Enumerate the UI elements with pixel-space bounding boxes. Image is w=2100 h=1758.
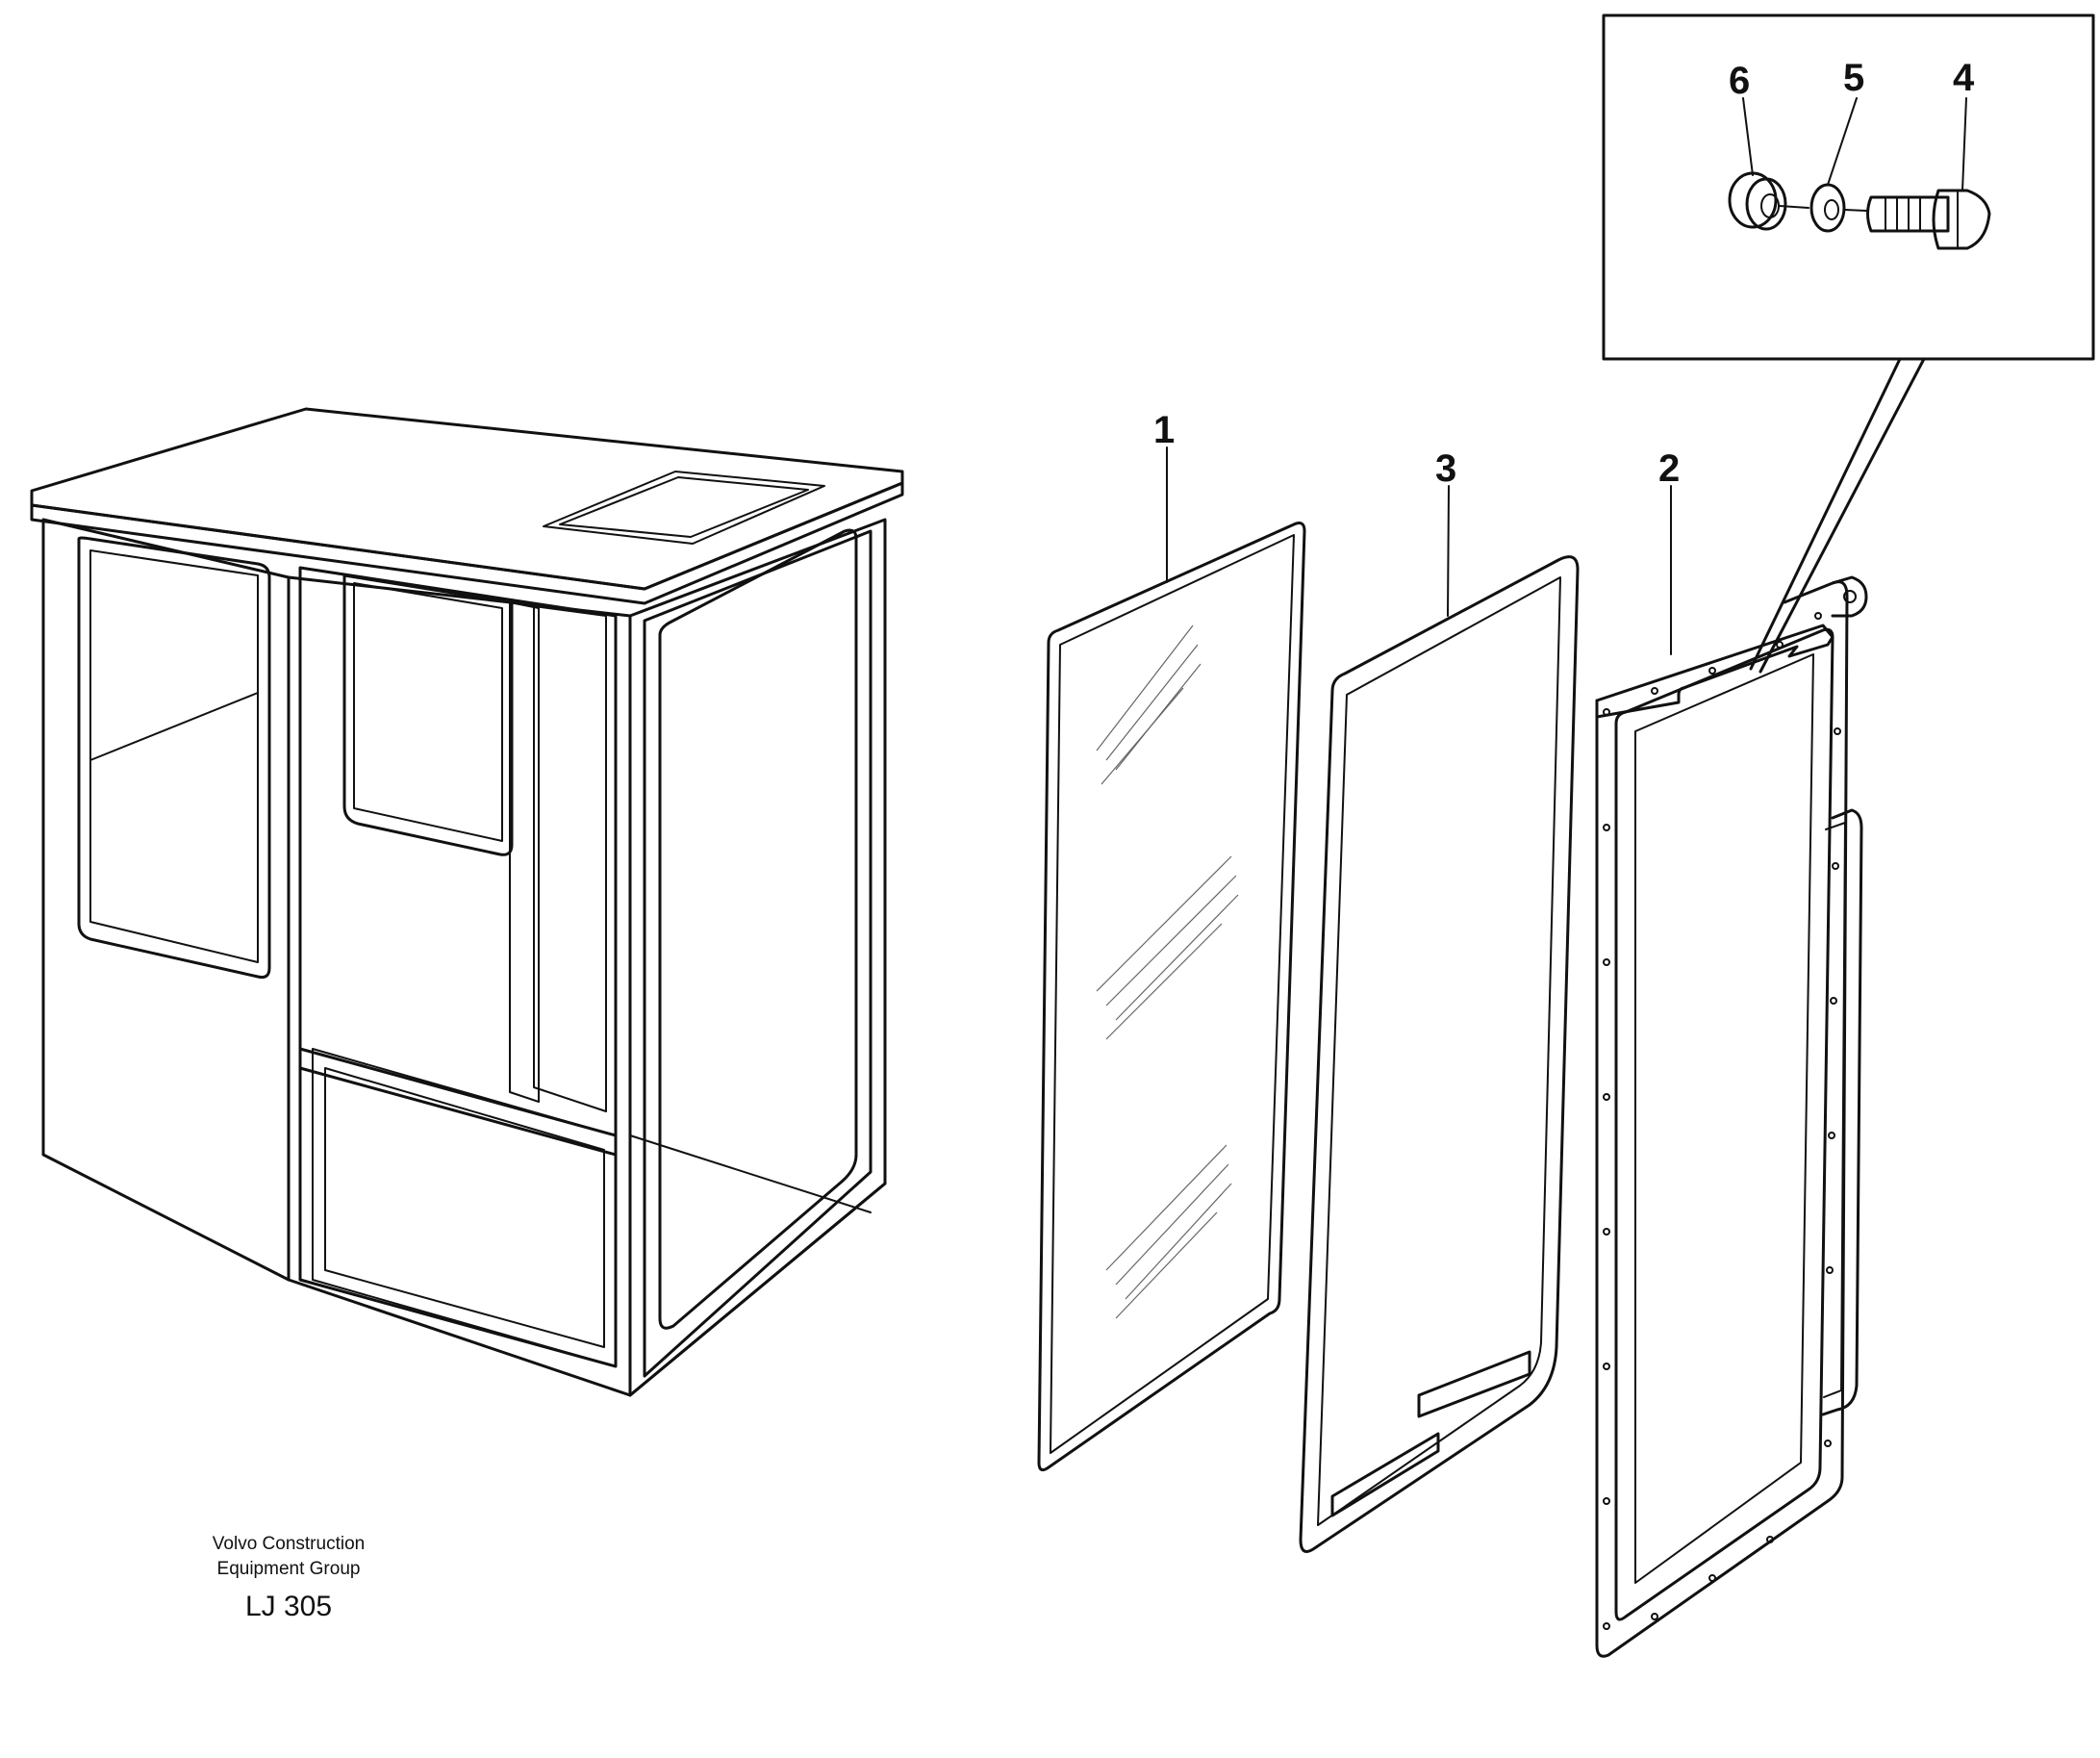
seal-strip-part-3 — [1299, 555, 1580, 1553]
callout-2: 2 — [1658, 447, 1680, 490]
bolt-part-4 — [1866, 189, 1991, 250]
nut-part-6 — [1728, 171, 1809, 231]
window-frame-part-2 — [1595, 575, 1868, 1658]
callout-5: 5 — [1843, 57, 1864, 99]
washer-part-5 — [1809, 183, 1867, 233]
caption-line-1: Volvo Construction — [212, 1534, 366, 1554]
callout-6: 6 — [1729, 60, 1750, 102]
callout-3: 3 — [1435, 447, 1456, 490]
publisher-caption: Volvo Construction Equipment Group LJ 30… — [173, 1532, 404, 1626]
frame-bolt-holes — [1603, 612, 1841, 1630]
caption-line-2: Equipment Group — [216, 1559, 361, 1579]
cab-illustration — [30, 407, 904, 1397]
callout-1: 1 — [1153, 409, 1175, 451]
detail-box — [1602, 13, 2095, 674]
leader-3 — [1447, 485, 1450, 617]
callout-4: 4 — [1953, 57, 1975, 99]
glass-pane-part-1 — [1037, 522, 1306, 1472]
glass-reflection — [1096, 624, 1239, 1319]
figure-code: LJ 305 — [244, 1591, 333, 1622]
